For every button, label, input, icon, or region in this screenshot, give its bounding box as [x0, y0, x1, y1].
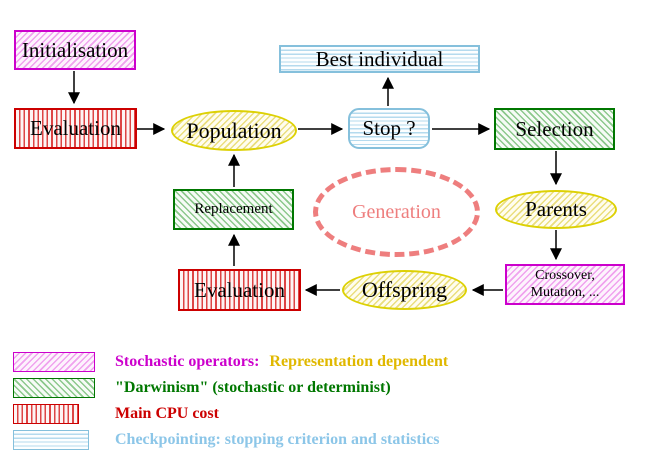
legend-swatch-stochastic [13, 352, 95, 372]
node-best-individual-label: Best individual [315, 46, 444, 71]
legend-stochastic-text: Stochastic operators: [115, 353, 260, 370]
node-population-label: Population [186, 117, 282, 143]
node-generation: Generation [313, 167, 480, 257]
node-crossover-mutation: Crossover, Mutation, ... [505, 264, 625, 305]
node-evaluation-bottom: Evaluation [178, 269, 301, 311]
node-replacement-label: Replacement [194, 201, 273, 217]
node-parents: Parents [495, 190, 617, 229]
node-stop: Stop ? [348, 108, 430, 149]
node-crossover-mutation-label: Crossover, Mutation, ... [531, 268, 600, 301]
legend-label-cpu: Main CPU cost [115, 405, 219, 422]
node-offspring: Offspring [342, 270, 467, 310]
node-selection-label: Selection [515, 116, 594, 141]
node-replacement: Replacement [173, 189, 294, 230]
crossover-line1: Crossover, [535, 267, 595, 283]
node-population: Population [171, 110, 297, 151]
legend-label-darwinism: "Darwinism" (stochastic or determinist) [115, 379, 391, 396]
legend-swatch-checkpointing [13, 430, 89, 450]
node-stop-label: Stop ? [362, 116, 416, 140]
node-offspring-label: Offspring [361, 277, 448, 302]
node-evaluation-top-label: Evaluation [30, 116, 121, 140]
node-evaluation-top: Evaluation [14, 108, 137, 149]
legend-representation-text: Representation dependent [269, 353, 449, 370]
node-evaluation-bottom-label: Evaluation [194, 277, 285, 302]
node-initialisation: Initialisation [14, 30, 136, 70]
legend-label-checkpointing: Checkpointing: stopping criterion and st… [115, 431, 440, 448]
crossover-line2: Mutation, ... [530, 285, 600, 300]
node-initialisation-label: Initialisation [21, 37, 129, 62]
node-best-individual: Best individual [279, 45, 480, 73]
legend-swatch-cpu [13, 404, 79, 424]
node-parents-label: Parents [525, 197, 587, 221]
node-generation-label: Generation [352, 201, 441, 223]
node-selection: Selection [494, 108, 615, 150]
legend-swatch-darwinism [13, 378, 95, 398]
legend-label-stochastic: Stochastic operators: Representation dep… [115, 352, 448, 372]
